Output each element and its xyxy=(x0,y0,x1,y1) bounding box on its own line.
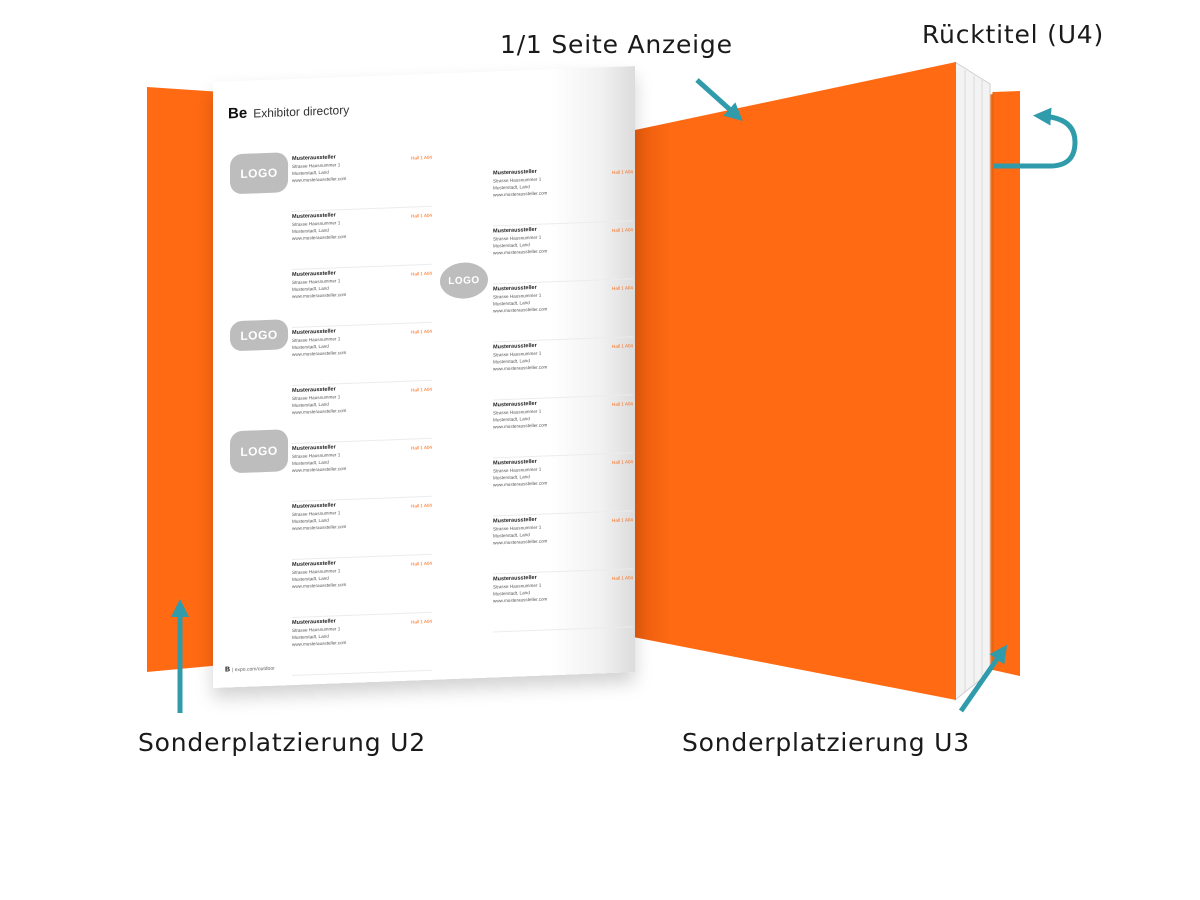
exhibitor-hall: Hall 1 A04 xyxy=(612,343,633,350)
exhibitor-hall: Hall 1 A04 xyxy=(411,386,432,393)
logo-placeholder: LOGO xyxy=(440,261,488,300)
page-footer: B| expo.com/outdoor xyxy=(225,665,275,674)
right-page-ad xyxy=(633,62,956,700)
label-special-placement-u3: Sonderplatzierung U3 xyxy=(682,728,970,757)
exhibitor-hall: Hall 1 A04 xyxy=(411,618,432,625)
label-back-cover-u4: Rücktitel (U4) xyxy=(922,20,1105,49)
exhibitor-hall: Hall 1 A04 xyxy=(411,328,432,335)
exhibitor-hall: Hall 1 A04 xyxy=(612,285,633,292)
exhibitor-hall: Hall 1 A04 xyxy=(411,270,432,277)
logo-placeholder: LOGO xyxy=(230,429,288,474)
exhibitor-hall: Hall 1 A04 xyxy=(411,444,432,451)
inside-back-cover-u3 xyxy=(993,91,1020,676)
page-header: Be Exhibitor directory xyxy=(228,101,349,123)
page-stack xyxy=(954,61,991,702)
exhibitor-hall: Hall 1 A04 xyxy=(411,212,432,219)
page-title: Exhibitor directory xyxy=(253,102,350,121)
exhibitor-hall: Hall 1 A04 xyxy=(612,169,633,176)
arrow-icon xyxy=(695,78,743,122)
curved-arrow-icon xyxy=(994,107,1078,169)
directory-page: Be Exhibitor directory LOGO LOGO LOGO LO… xyxy=(213,66,635,689)
label-full-page-ad: 1/1 Seite Anzeige xyxy=(500,30,733,59)
arrow-icon xyxy=(958,644,1008,713)
exhibitor-hall: Hall 1 A04 xyxy=(411,502,432,509)
exhibitor-hall: Hall 1 A04 xyxy=(612,227,633,234)
exhibitor-hall: Hall 1 A04 xyxy=(612,575,633,582)
exhibitor-hall: Hall 1 A04 xyxy=(612,459,633,466)
inside-front-cover-u2 xyxy=(147,87,222,672)
exhibitor-hall: Hall 1 A04 xyxy=(411,154,432,161)
logo-placeholder: LOGO xyxy=(230,152,288,195)
logo-placeholder: LOGO xyxy=(230,319,288,352)
exhibitor-hall: Hall 1 A04 xyxy=(612,517,633,524)
label-special-placement-u2: Sonderplatzierung U2 xyxy=(138,728,426,757)
footer-brand: B xyxy=(225,666,231,674)
exhibitor-hall: Hall 1 A04 xyxy=(612,401,633,408)
footer-text: | expo.com/outdoor xyxy=(232,665,275,674)
brand-logo: Be xyxy=(228,104,248,123)
exhibitor-hall: Hall 1 A04 xyxy=(411,560,432,567)
